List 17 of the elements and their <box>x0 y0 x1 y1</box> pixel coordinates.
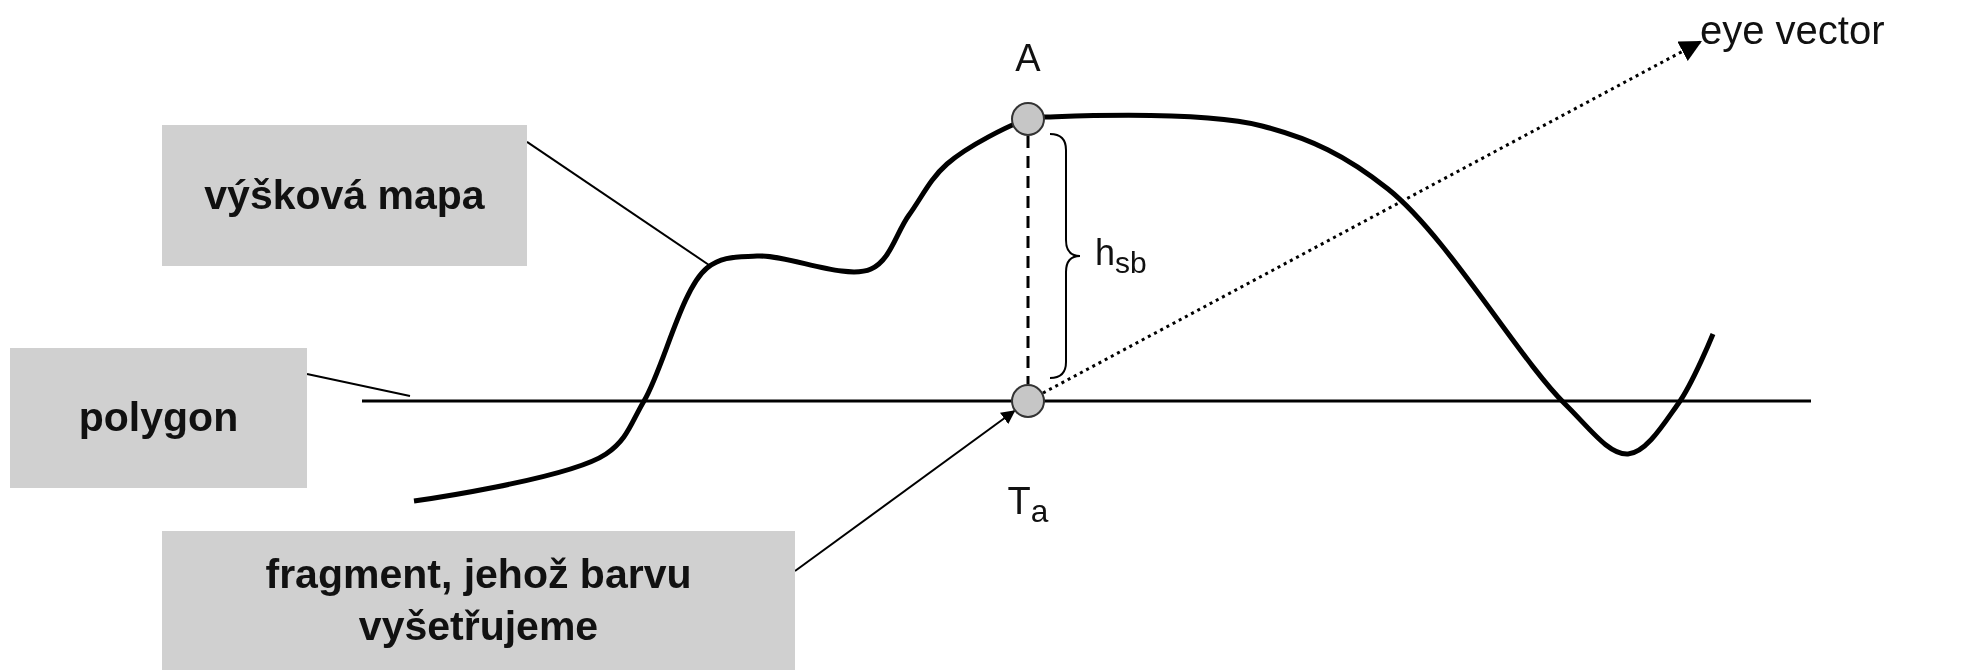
label-box <box>162 125 527 266</box>
point-label: T$_{a}$ <box>1007 479 1049 531</box>
arrow <box>1042 40 1702 395</box>
leader-line <box>306 373 411 397</box>
box-label: polygon <box>78 393 239 443</box>
text-label: eye vector <box>1700 8 1885 52</box>
dashed-line <box>1026 136 1030 384</box>
box-label: fragment, jehož barvu vyšetřujeme <box>264 550 693 651</box>
point-marker <box>1011 102 1045 136</box>
leader-line <box>526 140 710 266</box>
arrow <box>794 410 1016 573</box>
point-label: A <box>1015 36 1041 80</box>
box-label: výšková mapa <box>204 170 485 220</box>
point-marker <box>1011 384 1045 418</box>
label-box <box>10 348 307 488</box>
label-box <box>162 531 795 670</box>
dimension-label: h$_{sb}$ <box>1095 231 1147 281</box>
